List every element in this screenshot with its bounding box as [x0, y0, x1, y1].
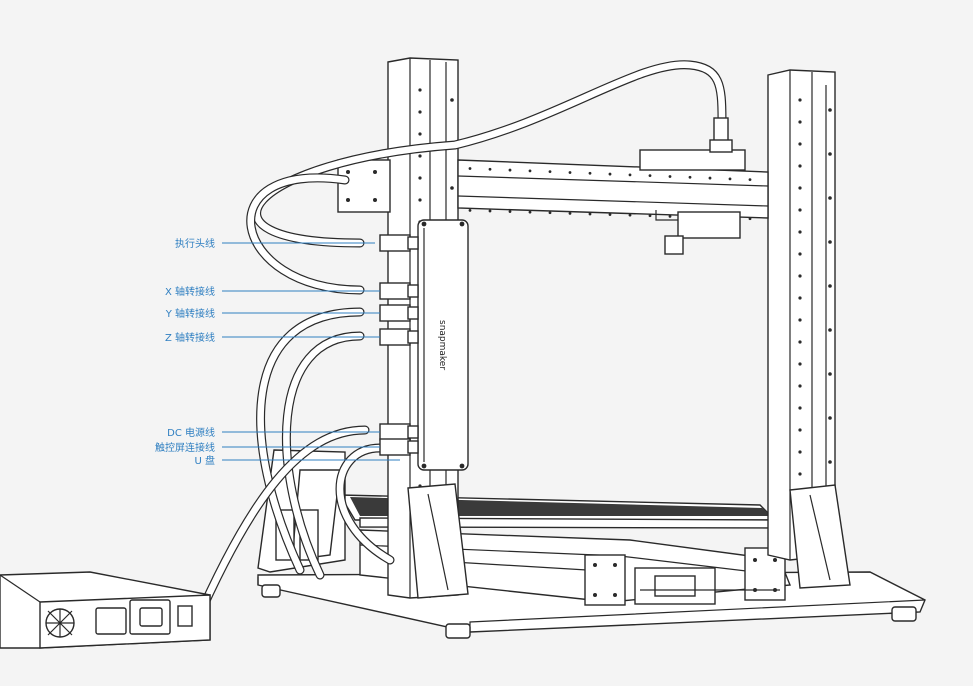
rail-hole: [748, 178, 752, 182]
brand-label: snapmaker: [437, 320, 447, 370]
rail-hole: [798, 164, 802, 168]
rail-hole: [828, 108, 832, 112]
rail-hole: [828, 152, 832, 156]
rail-hole: [688, 175, 692, 179]
rail-hole: [798, 208, 802, 212]
port-socket: [407, 306, 419, 320]
x-end-bracket: [337, 159, 391, 213]
power-supply: [0, 571, 211, 649]
rail-hole: [628, 173, 632, 177]
touchscreen-stand: [257, 449, 346, 573]
label-x-axis-cable: X 轴转接线: [165, 285, 215, 298]
rail-hole: [828, 240, 832, 244]
rail-hole: [798, 318, 802, 322]
rail-hole: [608, 213, 612, 216]
rail-hole: [798, 186, 802, 190]
rail-hole: [798, 384, 802, 388]
controller-box: snapmaker: [379, 219, 469, 471]
callout-labels: 执行头线 X 轴转接线 Y 轴转接线 Z 轴转接线 DC 电源线 触控屏连接线 …: [155, 237, 215, 467]
rail-hole: [798, 428, 802, 432]
rail-hole: [798, 274, 802, 278]
rail-hole: [418, 176, 422, 180]
rail-hole: [588, 171, 592, 175]
right-column: [767, 69, 851, 589]
rail-hole: [798, 406, 802, 410]
rail-hole: [648, 214, 652, 218]
rail-hole: [798, 230, 802, 234]
x-axis-beam: [457, 149, 769, 255]
rail-hole: [798, 362, 802, 366]
rail-hole: [628, 213, 632, 217]
rail-hole: [798, 472, 802, 476]
rail-hole: [488, 209, 492, 213]
rail-hole: [798, 252, 802, 256]
label-dc-power-cable: DC 电源线: [167, 426, 215, 439]
rail-hole: [608, 172, 612, 176]
label-z-axis-cable: Z 轴转接线: [165, 331, 215, 344]
rail-hole: [488, 167, 492, 171]
port-socket: [407, 425, 419, 439]
rail-hole: [528, 169, 532, 173]
rail-hole: [828, 416, 832, 420]
rail-hole: [708, 176, 712, 180]
rail-hole: [450, 186, 454, 190]
rail-hole: [568, 171, 572, 174]
leader-lines: [222, 242, 400, 461]
label-toolhead-cable: 执行头线: [175, 237, 215, 250]
cable-connector: [379, 234, 411, 252]
rail-hole: [828, 196, 832, 200]
rail-hole: [828, 372, 832, 376]
rail-hole: [728, 177, 732, 181]
cable-connector: [379, 304, 411, 322]
cable-connector: [379, 438, 411, 456]
rail-hole: [668, 175, 672, 178]
rail-hole: [828, 460, 832, 464]
rail-hole: [548, 211, 552, 215]
label-touchscreen-cable: 触控屏连接线: [155, 441, 215, 454]
rail-hole: [468, 167, 472, 170]
rail-hole: [468, 208, 472, 212]
rail-hole: [798, 450, 802, 454]
cables: [190, 60, 733, 630]
port-socket: [407, 236, 419, 250]
rail-hole: [828, 284, 832, 288]
port-socket: [407, 284, 419, 298]
label-usb-drive: U 盘: [195, 454, 216, 467]
port-socket: [407, 330, 419, 344]
rail-hole: [508, 168, 512, 172]
label-y-axis-cable: Y 轴转接线: [165, 307, 215, 320]
rail-hole: [798, 120, 802, 124]
port-socket: [407, 440, 419, 454]
rail-hole: [798, 142, 802, 146]
rail-hole: [648, 174, 652, 178]
rail-hole: [418, 110, 422, 114]
cable-connector: [379, 328, 411, 346]
cable-connector: [379, 423, 411, 441]
rail-hole: [418, 198, 422, 202]
rail-hole: [418, 88, 422, 92]
rail-hole: [828, 328, 832, 332]
rail-hole: [798, 296, 802, 300]
rail-hole: [798, 98, 802, 102]
rail-hole: [508, 210, 512, 213]
cable-connector: [379, 282, 411, 300]
rail-hole: [418, 132, 422, 136]
rail-hole: [548, 170, 552, 174]
rail-hole: [748, 217, 752, 221]
rail-hole: [418, 154, 422, 158]
rail-hole: [668, 214, 672, 218]
rail-hole: [568, 211, 572, 215]
rail-hole: [450, 98, 454, 102]
rail-hole: [588, 212, 592, 216]
rail-hole: [528, 210, 532, 214]
rail-hole: [798, 340, 802, 344]
